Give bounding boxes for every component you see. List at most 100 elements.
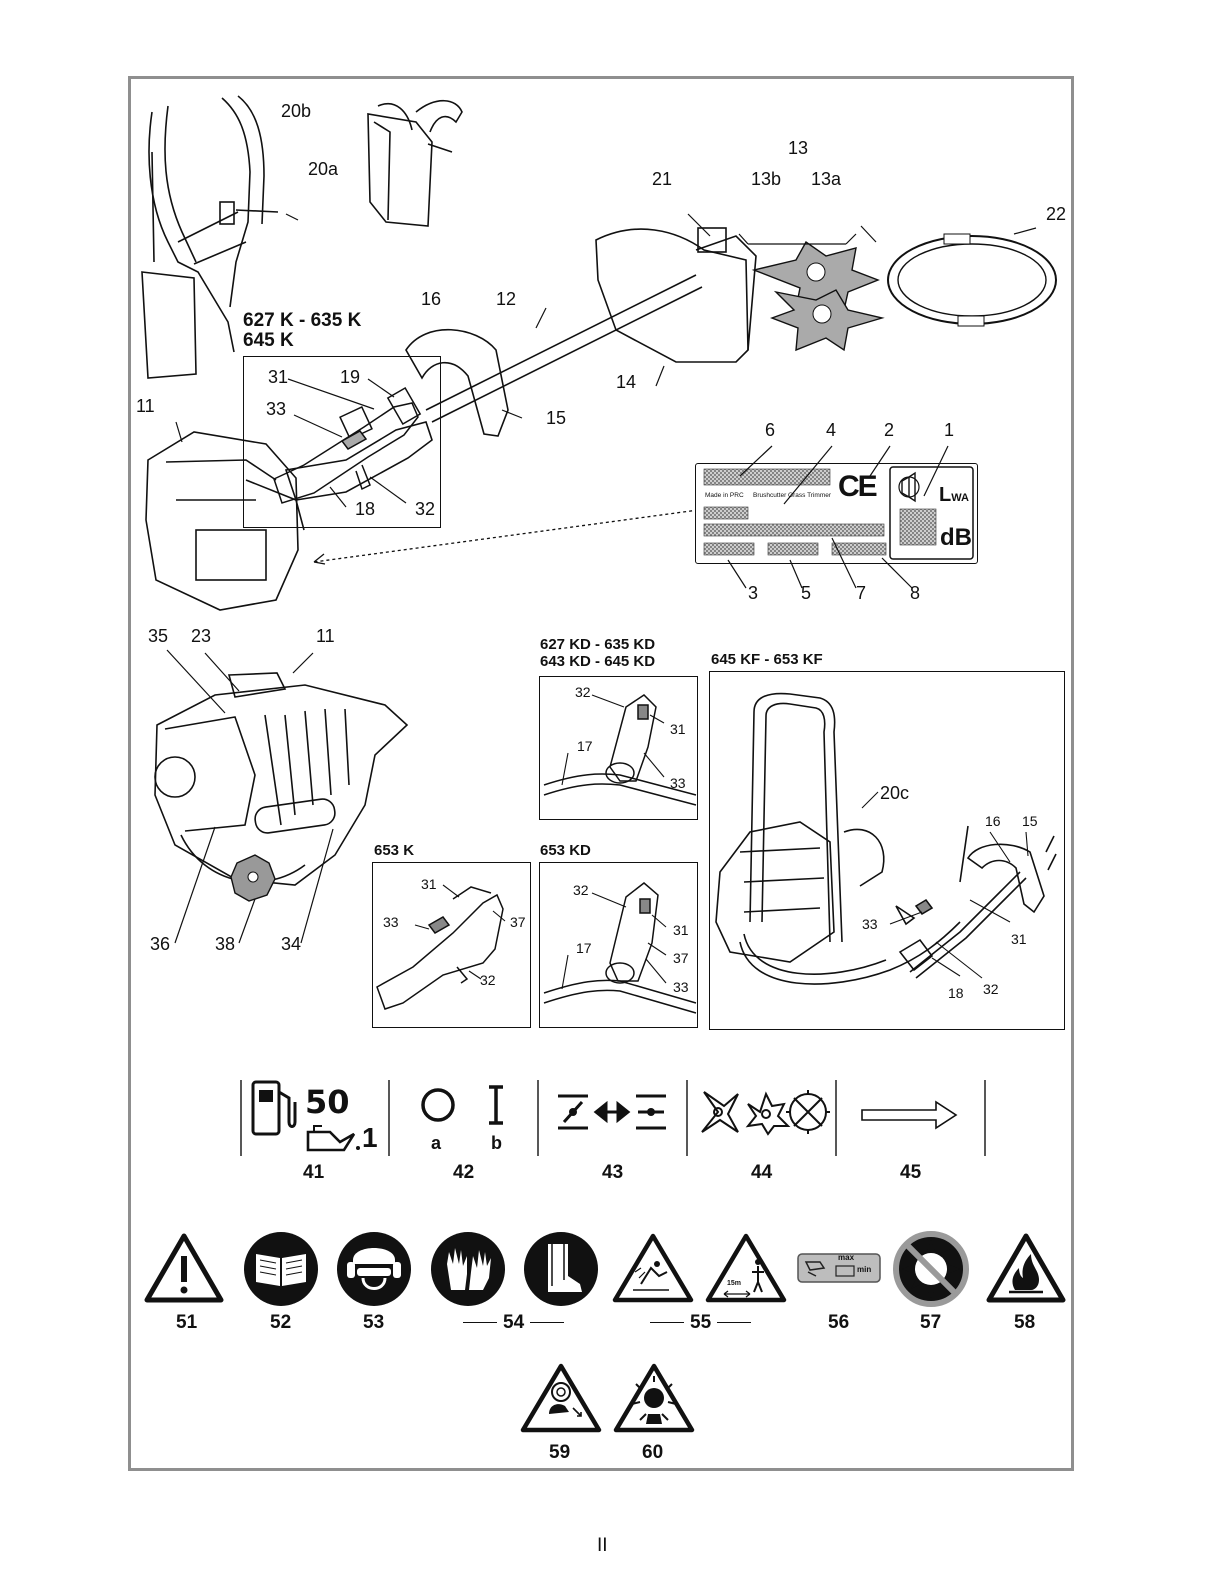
max-speed-max-label: max — [838, 1253, 855, 1262]
engine-label-34: 34 — [281, 934, 302, 954]
panel-kf-box — [709, 671, 1065, 1030]
symbol-number-59: 59 — [549, 1442, 571, 1463]
panel-kd-label-33: 33 — [670, 775, 686, 791]
symbol-number-55: 55 — [690, 1312, 712, 1333]
plate-product: Brushcutter Grass Trimmer — [753, 492, 832, 499]
label-19: 19 — [340, 367, 361, 387]
label-32: 32 — [415, 499, 436, 519]
symbol-number-41: 41 — [303, 1162, 325, 1183]
fuel-pump-icon — [251, 1080, 297, 1136]
max-speed-plate-icon — [797, 1253, 881, 1283]
lwa-label: LWA — [939, 484, 969, 507]
panel-kd-title-line1: 627 KD - 635 KD — [540, 636, 656, 653]
distance-15m-text: 15m — [727, 1280, 742, 1287]
panel-kd-box — [539, 676, 698, 820]
label-13: 13 — [788, 138, 809, 158]
label-11-top: 11 — [136, 396, 155, 416]
max-speed-unit-label: min — [857, 1265, 872, 1274]
label-21: 21 — [652, 169, 673, 189]
plate-pointer-line — [313, 509, 699, 565]
panel-kf-title: 645 KF - 653 KF — [711, 651, 823, 668]
engine-label-38: 38 — [215, 934, 236, 954]
label-31: 31 — [268, 367, 289, 387]
warning-exclamation-icon — [144, 1233, 224, 1303]
panel-653k-drawing — [376, 884, 506, 1010]
ce-mark: CE — [838, 470, 878, 503]
panel-kd-label-17: 17 — [577, 738, 593, 754]
symbol-number-55-group: 55 — [650, 1312, 752, 1333]
engine-detail-drawing — [154, 649, 409, 944]
panel-kf-label-31: 31 — [1011, 931, 1027, 947]
label-33: 33 — [266, 399, 287, 419]
label-20a: 20a — [308, 159, 339, 179]
handle-detail-box — [243, 356, 441, 528]
symbol-number-58: 58 — [1014, 1312, 1036, 1333]
panel-kf-label-20c: 20c — [880, 783, 910, 803]
plate-label-6: 6 — [765, 420, 776, 440]
fuel-ratio-value: 50 — [305, 1083, 350, 1121]
page-number: II — [597, 1535, 608, 1556]
panel-kd-label-32: 32 — [575, 684, 591, 700]
label-12: 12 — [496, 289, 517, 309]
panel-kf-label-33: 33 — [862, 916, 878, 932]
on-bar-icon — [489, 1085, 503, 1125]
lwa-letter: L — [939, 484, 952, 506]
keep-distance-icon — [705, 1233, 787, 1303]
plate-label-4: 4 — [826, 420, 837, 440]
panel-653kd-label-31: 31 — [673, 922, 689, 938]
direction-arrow-icon — [861, 1100, 958, 1130]
symbol-number-60: 60 — [642, 1442, 664, 1463]
panel-kf-label-15: 15 — [1022, 813, 1038, 829]
panel-kf-label-32: 32 — [983, 981, 999, 997]
plate-label-1: 1 — [944, 420, 955, 440]
panel-kf-label-16: 16 — [985, 813, 1001, 829]
panel-653k-label-33: 33 — [383, 914, 399, 930]
label-20b: 20b — [281, 101, 312, 121]
db-label: dB — [940, 524, 972, 551]
projectiles-warning-icon — [612, 1233, 694, 1303]
model-title-line2: 645 K — [243, 329, 294, 351]
symbol-number-54: 54 — [503, 1312, 525, 1333]
engine-label-35: 35 — [148, 626, 169, 646]
explosion-warning-icon — [613, 1363, 695, 1433]
symbol-number-57: 57 — [920, 1312, 942, 1333]
rating-plate-callouts — [727, 445, 949, 589]
panel-653kd-label-37: 37 — [673, 950, 689, 966]
brushcutter-assembly-drawing — [145, 213, 1057, 611]
choke-icon — [558, 1094, 666, 1130]
plate-label-8: 8 — [910, 583, 921, 603]
symbol-number-51: 51 — [176, 1312, 198, 1333]
head-eye-ear-protection-icon — [337, 1232, 411, 1306]
model-title-k: 627 K - 635 K 645 K — [243, 311, 361, 351]
label-18: 18 — [355, 499, 376, 519]
label-14: 14 — [616, 372, 637, 392]
symbol-number-54-group: 54 — [463, 1312, 565, 1333]
lwa-sub: WA — [951, 492, 969, 504]
panel-653kd-box — [539, 862, 698, 1028]
blade-types-icon — [701, 1090, 830, 1136]
label-13a: 13a — [811, 169, 842, 189]
harness-20a-drawing — [367, 99, 463, 227]
panel-kd-drawing — [543, 694, 697, 806]
plate-label-3: 3 — [748, 583, 759, 603]
symbol-number-43: 43 — [602, 1162, 624, 1183]
label-22: 22 — [1046, 204, 1067, 224]
panel-kf-label-18: 18 — [948, 985, 964, 1001]
oil-ratio-value: 1 — [362, 1122, 378, 1153]
rotating-blade-warning-icon — [520, 1363, 602, 1433]
oil-can-icon — [306, 1125, 360, 1152]
panel-653k-label-37: 37 — [510, 914, 526, 930]
panel-653k-box — [372, 862, 531, 1028]
plate-label-5: 5 — [801, 583, 812, 603]
symbol-number-53: 53 — [363, 1312, 385, 1333]
label-16: 16 — [421, 289, 442, 309]
panel-kd-title-line2: 643 KD - 645 KD — [540, 652, 656, 670]
symbol-number-42: 42 — [453, 1162, 475, 1183]
plate-label-7: 7 — [856, 583, 867, 603]
symbols-row1-dividers — [240, 1080, 986, 1156]
read-manual-icon — [244, 1232, 318, 1306]
gloves-icon — [431, 1232, 505, 1306]
panel-kd-title: 627 KD - 635 KD 643 KD - 645 KD — [540, 636, 656, 670]
panel-653k-title: 653 K — [374, 842, 415, 859]
panel-653kd-title: 653 KD — [540, 842, 591, 859]
